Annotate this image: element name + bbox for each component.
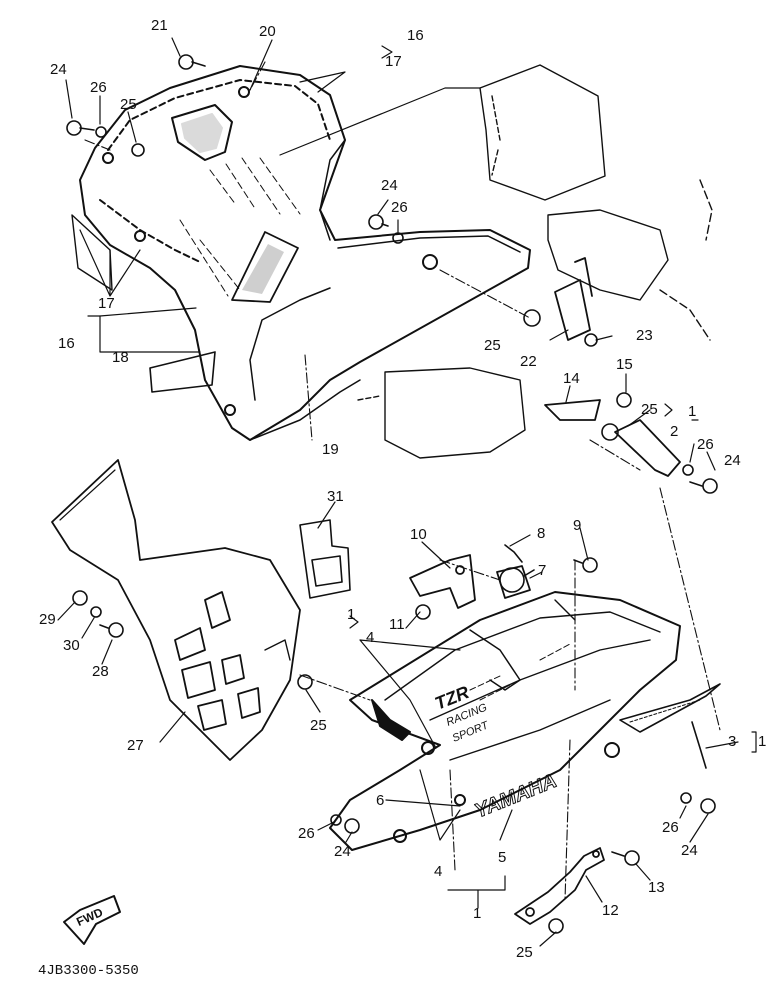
fwd-arrow-icon: [63, 895, 121, 945]
callout-26-e: 26: [662, 819, 679, 836]
callout-14: 14: [563, 370, 580, 387]
bracket-2: [614, 419, 681, 477]
callout-29: 29: [39, 611, 56, 628]
inner-panel-27: [51, 459, 301, 761]
bracket-10: [409, 554, 476, 609]
callout-1-c: 1: [758, 733, 767, 750]
callout-7: 7: [538, 562, 547, 579]
fwd-indicator: FWD: [62, 900, 120, 934]
callout-23: 23: [636, 327, 653, 344]
callout-30: 30: [63, 637, 80, 654]
callout-8: 8: [537, 525, 546, 542]
callout-13: 13: [648, 879, 665, 896]
callout-1-d: 1: [473, 905, 482, 922]
callout-25-b: 25: [484, 337, 501, 354]
callout-25-d: 25: [310, 717, 327, 734]
callout-26-a: 26: [90, 79, 107, 96]
damper-7: [496, 565, 531, 599]
callout-25-c: 25: [641, 401, 658, 418]
callout-24-e: 24: [681, 842, 698, 859]
lower-cowling: [329, 591, 721, 851]
callout-16-b: 16: [58, 335, 75, 352]
bracket-22: [554, 257, 593, 341]
panel-31: [299, 519, 351, 599]
callout-5: 5: [498, 849, 507, 866]
callout-1-b: 1: [347, 606, 356, 623]
callout-21: 21: [151, 17, 168, 34]
callout-3: 3: [728, 733, 737, 750]
callout-6: 6: [376, 792, 385, 809]
callout-9: 9: [573, 517, 582, 534]
callout-12: 12: [602, 902, 619, 919]
callout-18: 18: [112, 349, 129, 366]
callout-10: 10: [410, 526, 427, 543]
fwd-label: FWD: [74, 905, 105, 929]
upper-cowling: [71, 65, 531, 441]
frame-outline: [279, 64, 713, 459]
callout-24-b: 24: [381, 177, 398, 194]
callout-15: 15: [616, 356, 633, 373]
decal-brand: YAMAHA: [472, 770, 560, 823]
callout-24-d: 24: [334, 843, 351, 860]
bracket-14: [544, 399, 601, 421]
callout-11: 11: [389, 616, 405, 633]
callout-24-a: 24: [50, 61, 67, 78]
callout-17-b: 17: [98, 295, 115, 312]
bracket-12: [514, 847, 605, 925]
callout-1-a: 1: [688, 403, 697, 420]
callout-4-a: 4: [366, 629, 375, 646]
callout-25-e: 25: [516, 944, 533, 961]
callout-24-c: 24: [724, 452, 741, 469]
callout-leaders: [57, 37, 757, 947]
callout-22: 22: [520, 353, 537, 370]
callout-17-top: 17: [385, 53, 402, 70]
callout-31: 31: [327, 488, 344, 505]
callout-2: 2: [670, 423, 679, 440]
callout-4-b: 4: [434, 863, 443, 880]
callout-25-a: 25: [120, 96, 137, 113]
callout-28: 28: [92, 663, 109, 680]
callout-20: 20: [259, 23, 276, 40]
part-code: 4JB3300-5350: [38, 963, 139, 979]
callout-16-top: 16: [407, 27, 424, 44]
callout-26-d: 26: [298, 825, 315, 842]
callout-26-b: 26: [391, 199, 408, 216]
callout-26-c: 26: [697, 436, 714, 453]
leader-lines: [84, 61, 721, 901]
callout-27: 27: [127, 737, 144, 754]
callout-19: 19: [322, 441, 339, 458]
